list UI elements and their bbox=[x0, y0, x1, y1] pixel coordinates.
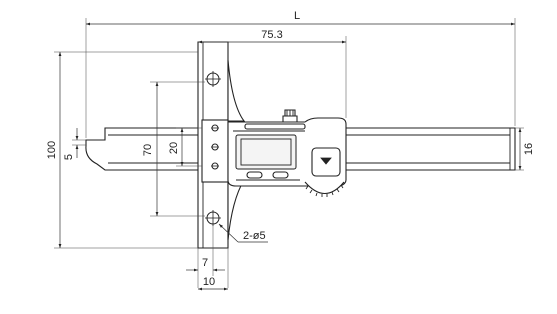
callout-holes: 2-ø5 bbox=[218, 223, 268, 243]
on-off-button[interactable] bbox=[272, 171, 289, 179]
dim-hole-spacing: 70 bbox=[142, 81, 205, 217]
dim-base-height: 100 bbox=[46, 51, 198, 249]
label-overall-length: L bbox=[294, 10, 300, 22]
clamp-screw[interactable] bbox=[282, 115, 298, 123]
lcd-screen bbox=[235, 134, 297, 170]
label-hook-depth: 5 bbox=[63, 154, 75, 160]
dim-beam-width: 16 bbox=[515, 127, 535, 171]
label-beam-width: 16 bbox=[523, 143, 535, 155]
down-triangle-icon bbox=[320, 157, 332, 165]
dim-base-bottom: 7 10 bbox=[186, 224, 229, 291]
label-slider-height: 20 bbox=[168, 142, 180, 154]
label-measuring-length: 75.3 bbox=[261, 29, 282, 41]
slider-block bbox=[201, 119, 229, 183]
display-unit bbox=[227, 109, 347, 197]
label-base-thickness: 10 bbox=[203, 276, 215, 288]
dim-overall-length: L bbox=[85, 10, 516, 138]
mode-button[interactable] bbox=[246, 171, 263, 179]
label-hole-callout: 2-ø5 bbox=[243, 230, 266, 242]
dim-measuring-length: 75.3 bbox=[198, 29, 347, 118]
dim-hook-depth: 5 bbox=[63, 128, 86, 160]
dim-slider-height: 20 bbox=[168, 127, 202, 167]
label-hole-spacing: 70 bbox=[142, 144, 154, 156]
label-base-offset: 7 bbox=[202, 257, 208, 269]
label-base-height: 100 bbox=[46, 141, 58, 159]
